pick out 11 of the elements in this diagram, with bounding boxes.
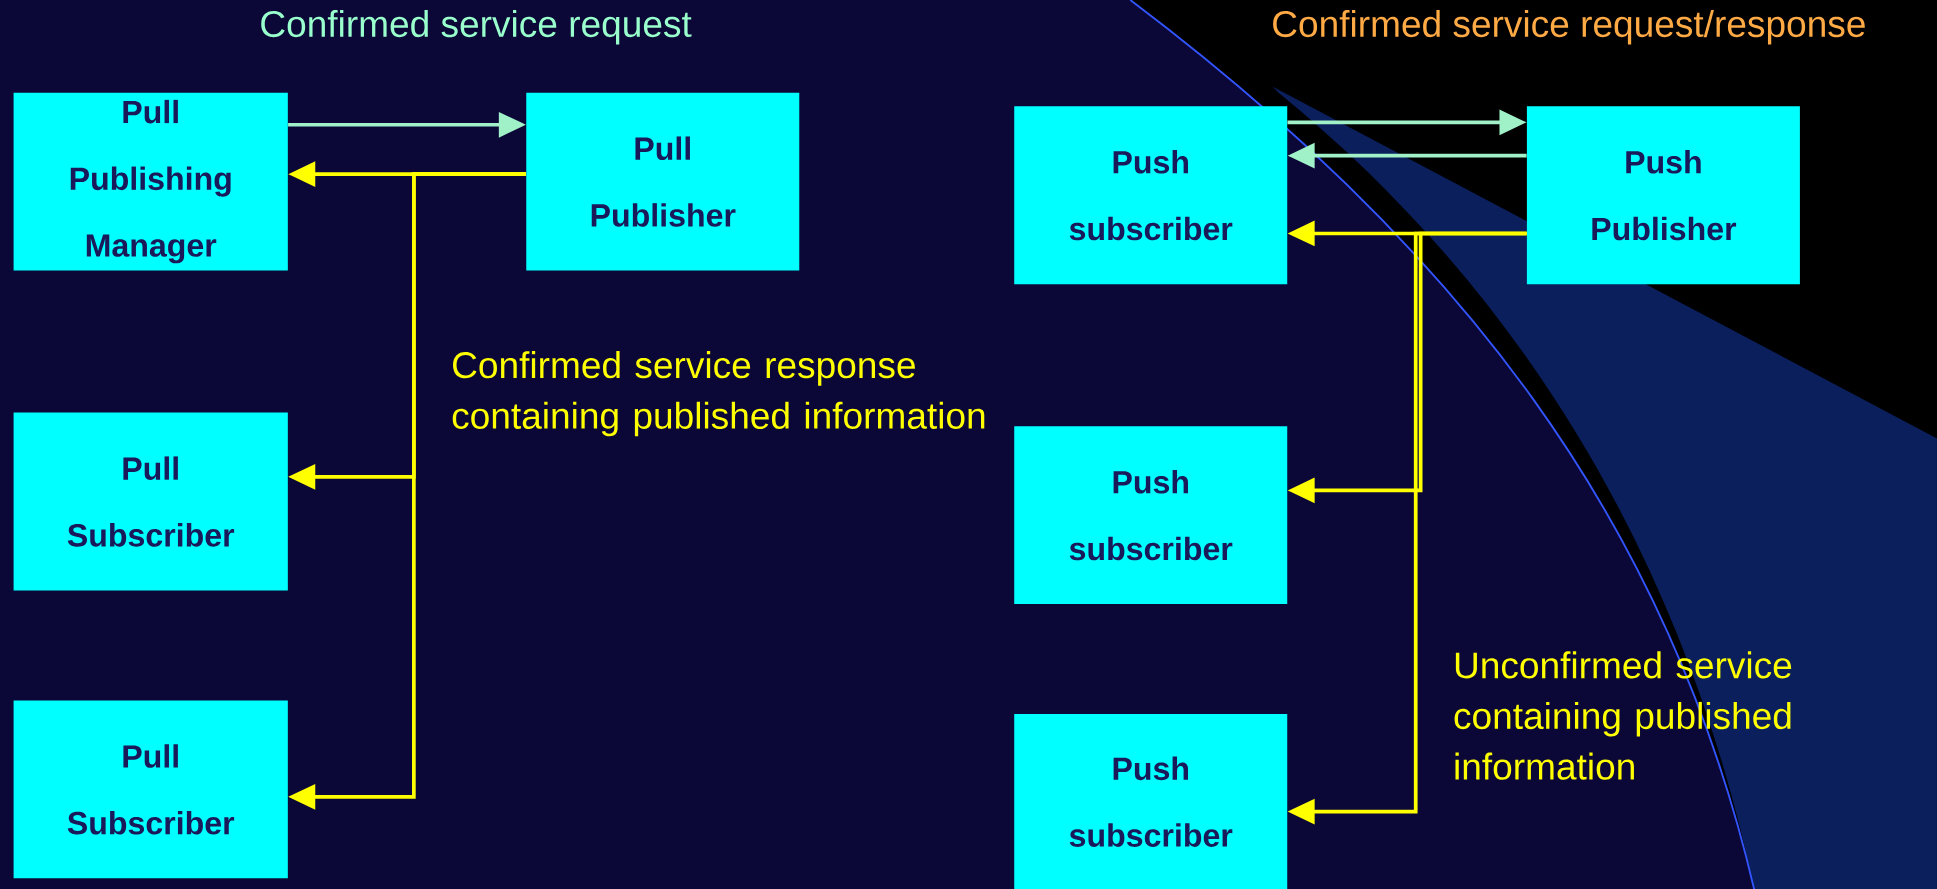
process-box: Push subscriber bbox=[1014, 106, 1288, 284]
process-box: Push subscriber bbox=[1014, 713, 1288, 889]
heading: Confirmed service request/response bbox=[1273, 9, 1865, 45]
process-box: Push subscriber bbox=[1014, 425, 1288, 604]
process-box: Pull Publisher bbox=[526, 92, 800, 271]
process-box: Pull Subscriber bbox=[13, 700, 288, 879]
note-text: Confirmed service response containing published information bbox=[452, 350, 985, 437]
process-box: Push Publisher bbox=[1526, 106, 1800, 284]
heading: Confirmed service request bbox=[261, 9, 692, 45]
process-box: Pull Publishing Manager bbox=[13, 92, 288, 271]
process-box: Pull Subscriber bbox=[13, 412, 288, 591]
